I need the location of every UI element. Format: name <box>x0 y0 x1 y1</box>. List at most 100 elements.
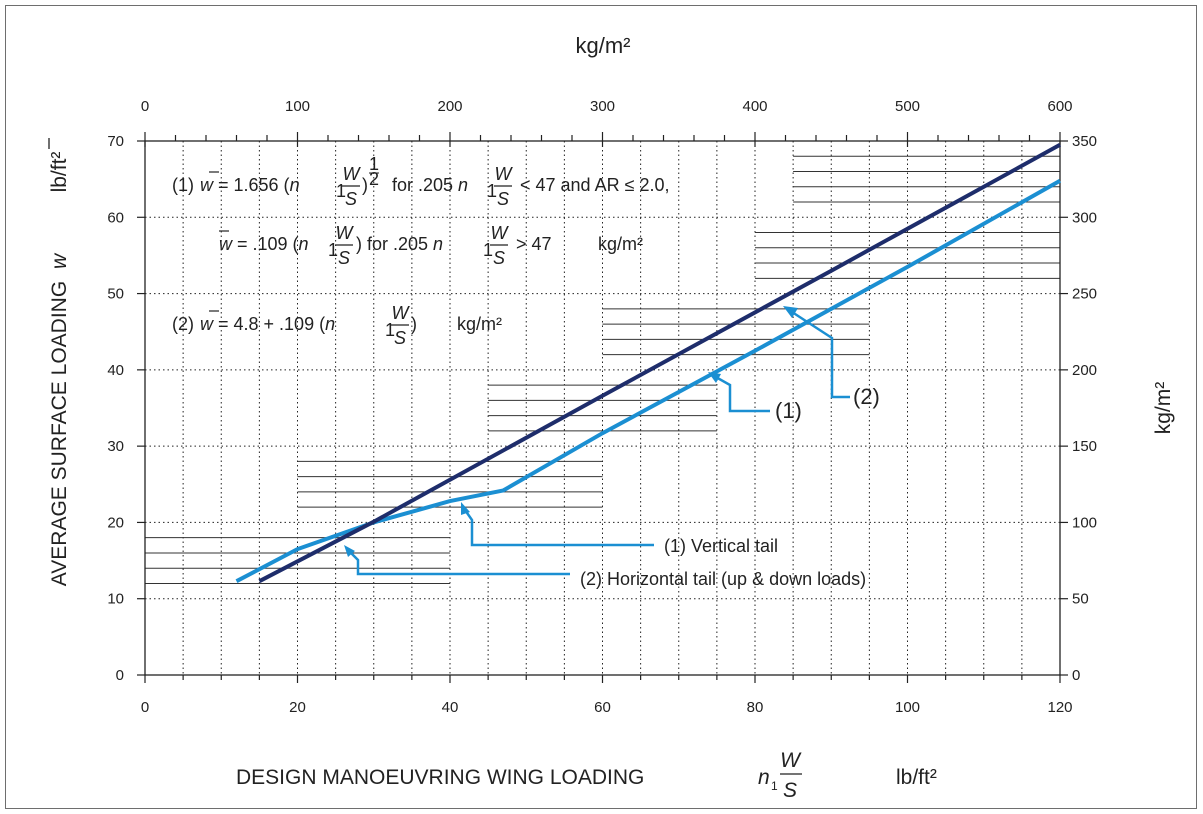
callout-1-arrow-head <box>708 372 721 383</box>
left-axis-title: AVERAGE SURFACE LOADING w <box>48 138 71 586</box>
f1-lead: (1) <box>172 175 194 195</box>
top-axis-unit: kg/m² <box>576 33 631 58</box>
y-right-tick-label: 50 <box>1072 591 1089 608</box>
bottom-axis-title: DESIGN MANOEUVRING WING LOADING n 1 W S … <box>236 749 937 802</box>
bottom-axis-frac-num: W <box>780 749 802 772</box>
f2-n2-sub: 1 <box>483 240 493 260</box>
x-top-tick-label: 400 <box>742 98 767 115</box>
left-axis-label: AVERAGE SURFACE LOADING <box>48 281 71 586</box>
f1-w: w <box>200 175 214 195</box>
bottom-axis-label: DESIGN MANOEUVRING WING LOADING <box>236 766 644 789</box>
f1-W: W <box>343 164 362 184</box>
f3-lead: (2) <box>172 314 194 334</box>
f2-close: ) for .205 <box>356 234 428 254</box>
f3-S: S <box>394 328 406 348</box>
y-right-tick-label: 350 <box>1072 133 1097 150</box>
f2-n2: n <box>433 234 443 254</box>
y-right-tick-label: 150 <box>1072 438 1097 455</box>
left-axis-unit: lb/ft² <box>48 152 71 193</box>
y-right-tick-label: 0 <box>1072 667 1080 684</box>
f1-S2: S <box>497 189 509 209</box>
f3-n-sub: 1 <box>385 320 395 340</box>
bottom-axis-n: n <box>758 766 770 789</box>
svg-text:(2)w= 4.8 + .109 (n: (2)w= 4.8 + .109 (n <box>172 314 335 334</box>
y-left-tick-label: 20 <box>107 514 124 531</box>
chart-frame <box>5 5 1197 809</box>
hatched-bands <box>145 155 1060 584</box>
callout-1-arrow <box>713 374 770 413</box>
f3-close: ) <box>411 314 417 334</box>
y-left-tick-label: 60 <box>107 209 124 226</box>
f1-cond-a: for .205 <box>392 175 453 195</box>
y-right-tick-label: 300 <box>1072 209 1097 226</box>
callout-2-arrow-head <box>783 306 798 318</box>
y-right-tick-label: 200 <box>1072 362 1097 379</box>
bottom-axis-n-sub: 1 <box>771 779 778 793</box>
grid-layer <box>145 141 1060 675</box>
f2-w: w <box>219 234 233 254</box>
f1-W2: W <box>495 164 514 184</box>
f2-S2: S <box>493 248 505 268</box>
callout-arrows <box>344 306 850 576</box>
y-left-tick-label: 10 <box>107 591 124 608</box>
vertical-tail-label: (1) Vertical tail <box>664 536 778 556</box>
x-bottom-tick-label: 80 <box>747 699 764 716</box>
x-top-tick-label: 500 <box>895 98 920 115</box>
x-top-tick-label: 200 <box>437 98 462 115</box>
y-right-tick-label: 100 <box>1072 514 1097 531</box>
bottom-axis-unit: lb/ft² <box>896 766 937 789</box>
f2-W: W <box>336 223 355 243</box>
callout-2-arrow <box>791 310 850 399</box>
f2-n: n <box>299 234 309 254</box>
svg-text:AVERAGE SURFACE LOADING: AVERAGE SURFACE LOADING w <box>48 252 71 586</box>
bottom-axis-frac-den: S <box>783 779 797 802</box>
f1-cond-b: < 47 and AR ≤ 2.0, <box>520 175 669 195</box>
x-bottom-tick-label: 60 <box>594 699 611 716</box>
x-bottom-tick-label: 20 <box>289 699 306 716</box>
f2-n-sub: 1 <box>328 240 338 260</box>
callout-1-label: (1) <box>775 398 802 423</box>
series-line-2 <box>258 143 1061 583</box>
f1-n-sub: 1 <box>336 181 346 201</box>
tick-marks <box>137 132 1068 683</box>
x-top-tick-label: 0 <box>141 98 149 115</box>
callout-2-label: (2) <box>853 384 880 409</box>
f3-W: W <box>392 303 411 323</box>
x-bottom-tick-label: 40 <box>442 699 459 716</box>
y-left-tick-label: 40 <box>107 362 124 379</box>
f2-unit: kg/m² <box>598 234 643 254</box>
f2-cond: > 47 <box>516 234 552 254</box>
series-layer <box>235 143 1061 583</box>
f1-exp-den: 2 <box>369 169 379 189</box>
formula-3: (2)w= 4.8 + .109 (n 1 W S ) kg/m² <box>172 303 502 348</box>
f1-n2: n <box>458 175 468 195</box>
svg-text:w= .109 (n: w= .109 (n <box>219 234 309 254</box>
f2-eq: = .109 ( <box>237 234 299 254</box>
x-bottom-tick-label: 120 <box>1047 699 1072 716</box>
f2-W2: W <box>491 223 510 243</box>
y-right-tick-label: 250 <box>1072 286 1097 303</box>
f1-S: S <box>345 189 357 209</box>
f1-close: ) <box>362 175 368 195</box>
f1-n: n <box>290 175 300 195</box>
f3-eq: = 4.8 + .109 ( <box>218 314 325 334</box>
f3-unit: kg/m² <box>457 314 502 334</box>
left-axis-symbol: w <box>48 252 71 269</box>
x-top-tick-label: 300 <box>590 98 615 115</box>
y-left-tick-label: 70 <box>107 133 124 150</box>
f3-n: n <box>325 314 335 334</box>
y-left-tick-label: 50 <box>107 286 124 303</box>
y-left-tick-label: 0 <box>116 667 124 684</box>
horizontal-tail-label: (2) Horizontal tail (up & down loads) <box>580 569 866 589</box>
series-line-1 <box>235 178 1061 583</box>
y-left-tick-label: 30 <box>107 438 124 455</box>
f1-exp-num: 1 <box>369 154 379 174</box>
f1-eq: = 1.656 ( <box>218 175 290 195</box>
x-bottom-tick-label: 100 <box>895 699 920 716</box>
